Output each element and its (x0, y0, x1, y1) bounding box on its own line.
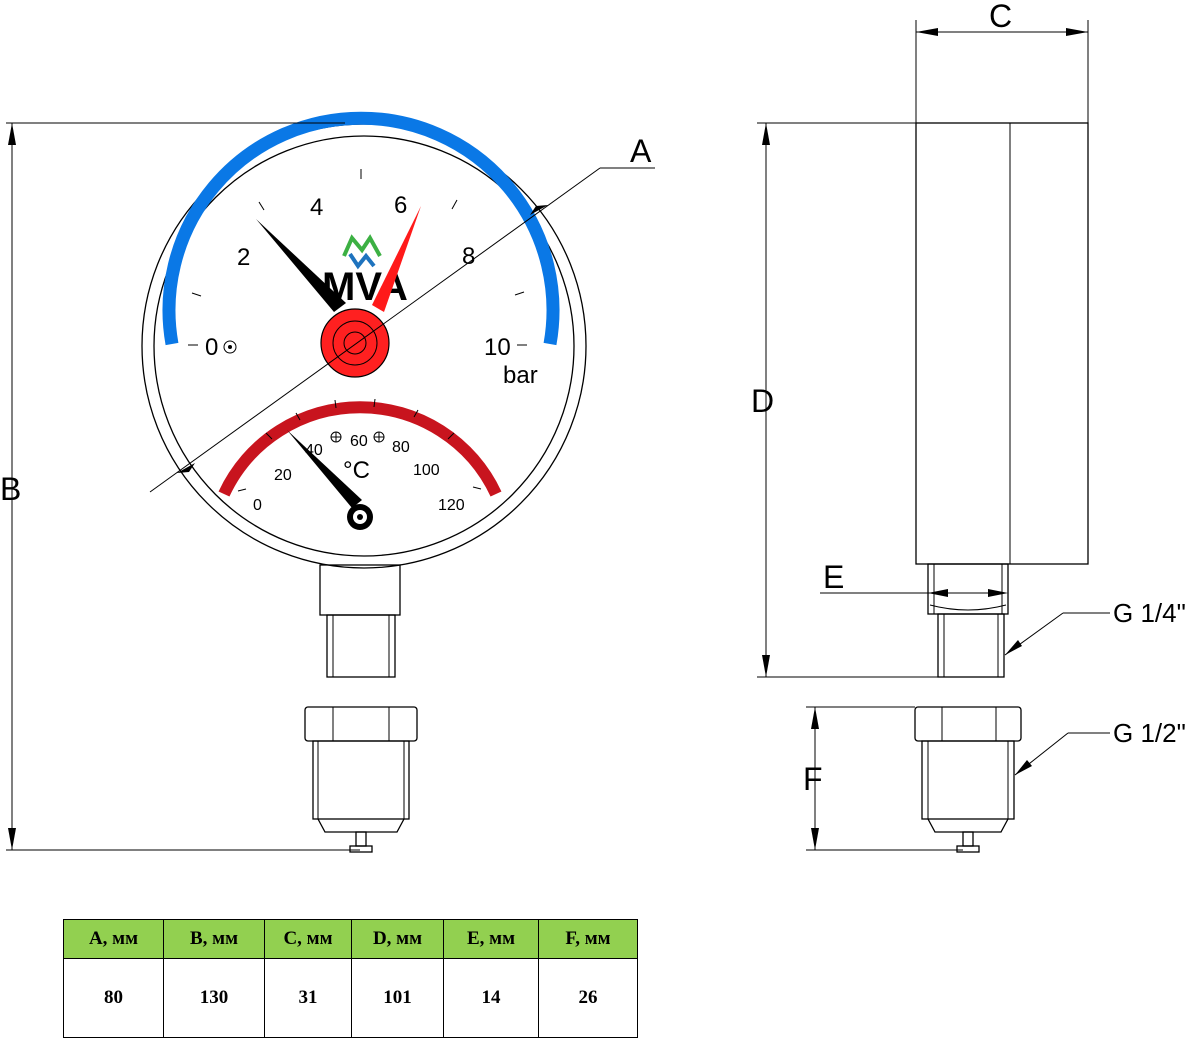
pressure-unit: bar (503, 362, 538, 389)
pressure-label-6: 6 (394, 192, 407, 219)
table-header-c: C, мм (264, 919, 352, 959)
temperature-label-120: 120 (438, 497, 465, 514)
gauge-inner-ring (153, 135, 575, 557)
pressure-label-2: 2 (237, 244, 250, 271)
screw-marks (330, 431, 385, 443)
needle-hub-inner (343, 331, 367, 355)
table-header-d: D, мм (351, 919, 444, 959)
table-header-a: A, мм (63, 919, 164, 959)
temperature-needle (287, 430, 362, 508)
temperature-label-60: 60 (350, 433, 368, 450)
dimension-b-label: B (0, 471, 21, 507)
dimension-c-label: C (989, 0, 1012, 34)
side-thread (937, 613, 1005, 678)
temperature-label-80: 80 (392, 439, 410, 456)
temperature-label-20: 20 (274, 467, 292, 484)
dimension-a-arrow-2 (177, 463, 195, 473)
table-header-f: F, мм (538, 919, 638, 959)
dimension-a-arrow (530, 205, 548, 215)
pressure-label-8: 8 (462, 243, 475, 270)
table-cell-e: 14 (443, 958, 539, 1038)
temperature-label-100: 100 (413, 462, 440, 479)
temperature-unit: °C (343, 457, 370, 484)
pressure-label-4: 4 (310, 194, 323, 221)
dimension-e-label: E (823, 559, 844, 595)
dimension-d: D (751, 122, 938, 678)
side-body (915, 122, 1089, 565)
gauge-stem (319, 564, 401, 616)
thread-label-top: G 1/4" (1113, 598, 1186, 628)
table-cell-b: 130 (163, 958, 265, 1038)
pressure-range-arc (162, 111, 560, 346)
pressure-label-0: 0 (205, 334, 218, 361)
needle-hub-ring (332, 320, 378, 366)
dimension-c: C (915, 0, 1089, 123)
table-header-b: B, мм (163, 919, 265, 959)
pressure-needle-red (372, 206, 421, 312)
dimension-d-label: D (751, 383, 774, 419)
gauge-thread-top (326, 614, 396, 678)
table-cell-c: 31 (264, 958, 352, 1038)
dimensions-table: A, мм B, мм C, мм D, мм E, мм F, мм 80 1… (63, 919, 638, 1038)
side-stem (927, 563, 1009, 615)
pressure-ticks (188, 169, 527, 346)
zero-marker-dot (228, 345, 232, 349)
gauge-side-view (914, 122, 1089, 853)
temperature-ticks (237, 398, 482, 492)
thread-callout-top: G 1/4" (1004, 598, 1186, 656)
table-cell-a: 80 (63, 958, 164, 1038)
adapter-fitting-side (914, 706, 1022, 853)
dimension-e: E (820, 559, 1008, 597)
dimension-f: F (803, 706, 963, 851)
pressure-label-10: 10 (484, 334, 511, 361)
temperature-needle-hub-dot (357, 514, 363, 520)
thread-callout-bottom: G 1/2" (1014, 718, 1186, 776)
table-header-e: E, мм (443, 919, 539, 959)
table-row: 80 130 31 101 14 26 (63, 958, 638, 1038)
needle-hub (320, 308, 390, 378)
table-header-row: A, мм B, мм C, мм D, мм E, мм F, мм (63, 919, 638, 959)
dimension-a-label: A (630, 133, 652, 169)
adapter-fitting-front (304, 706, 418, 853)
dimension-b: B (0, 122, 360, 851)
brand-logo-icon (342, 234, 382, 270)
zero-marker-icon (223, 340, 237, 354)
pressure-needle-black (256, 219, 346, 312)
temperature-label-0: 0 (253, 497, 262, 514)
table-cell-f: 26 (538, 958, 638, 1038)
temperature-range-arc (218, 401, 502, 497)
table-cell-d: 101 (351, 958, 444, 1038)
gauge-front-view: 0 2 4 6 8 10 bar MVA (141, 111, 655, 853)
dimension-f-label: F (803, 761, 823, 797)
thread-label-bottom: G 1/2" (1113, 718, 1186, 748)
dimension-a-line (149, 167, 601, 493)
